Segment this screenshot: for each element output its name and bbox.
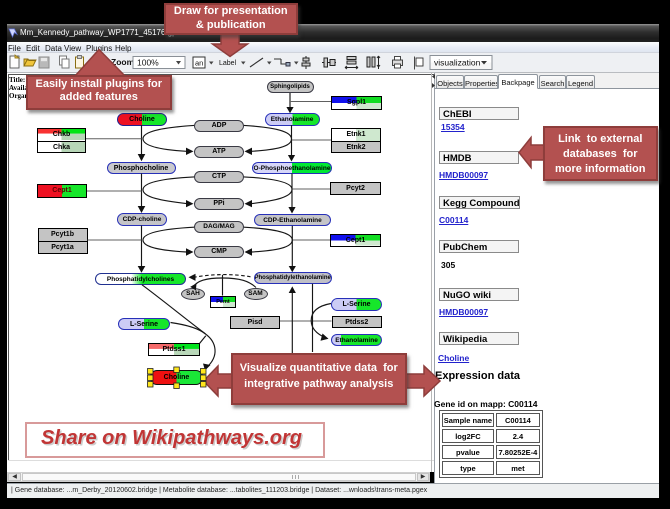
svg-text:100%: 100% (137, 58, 159, 68)
svg-text:Zoom:: Zoom: (111, 57, 137, 67)
svg-text:visualization: visualization (434, 58, 481, 68)
svg-text:an: an (195, 59, 203, 68)
svg-text:Label: Label (219, 60, 237, 67)
